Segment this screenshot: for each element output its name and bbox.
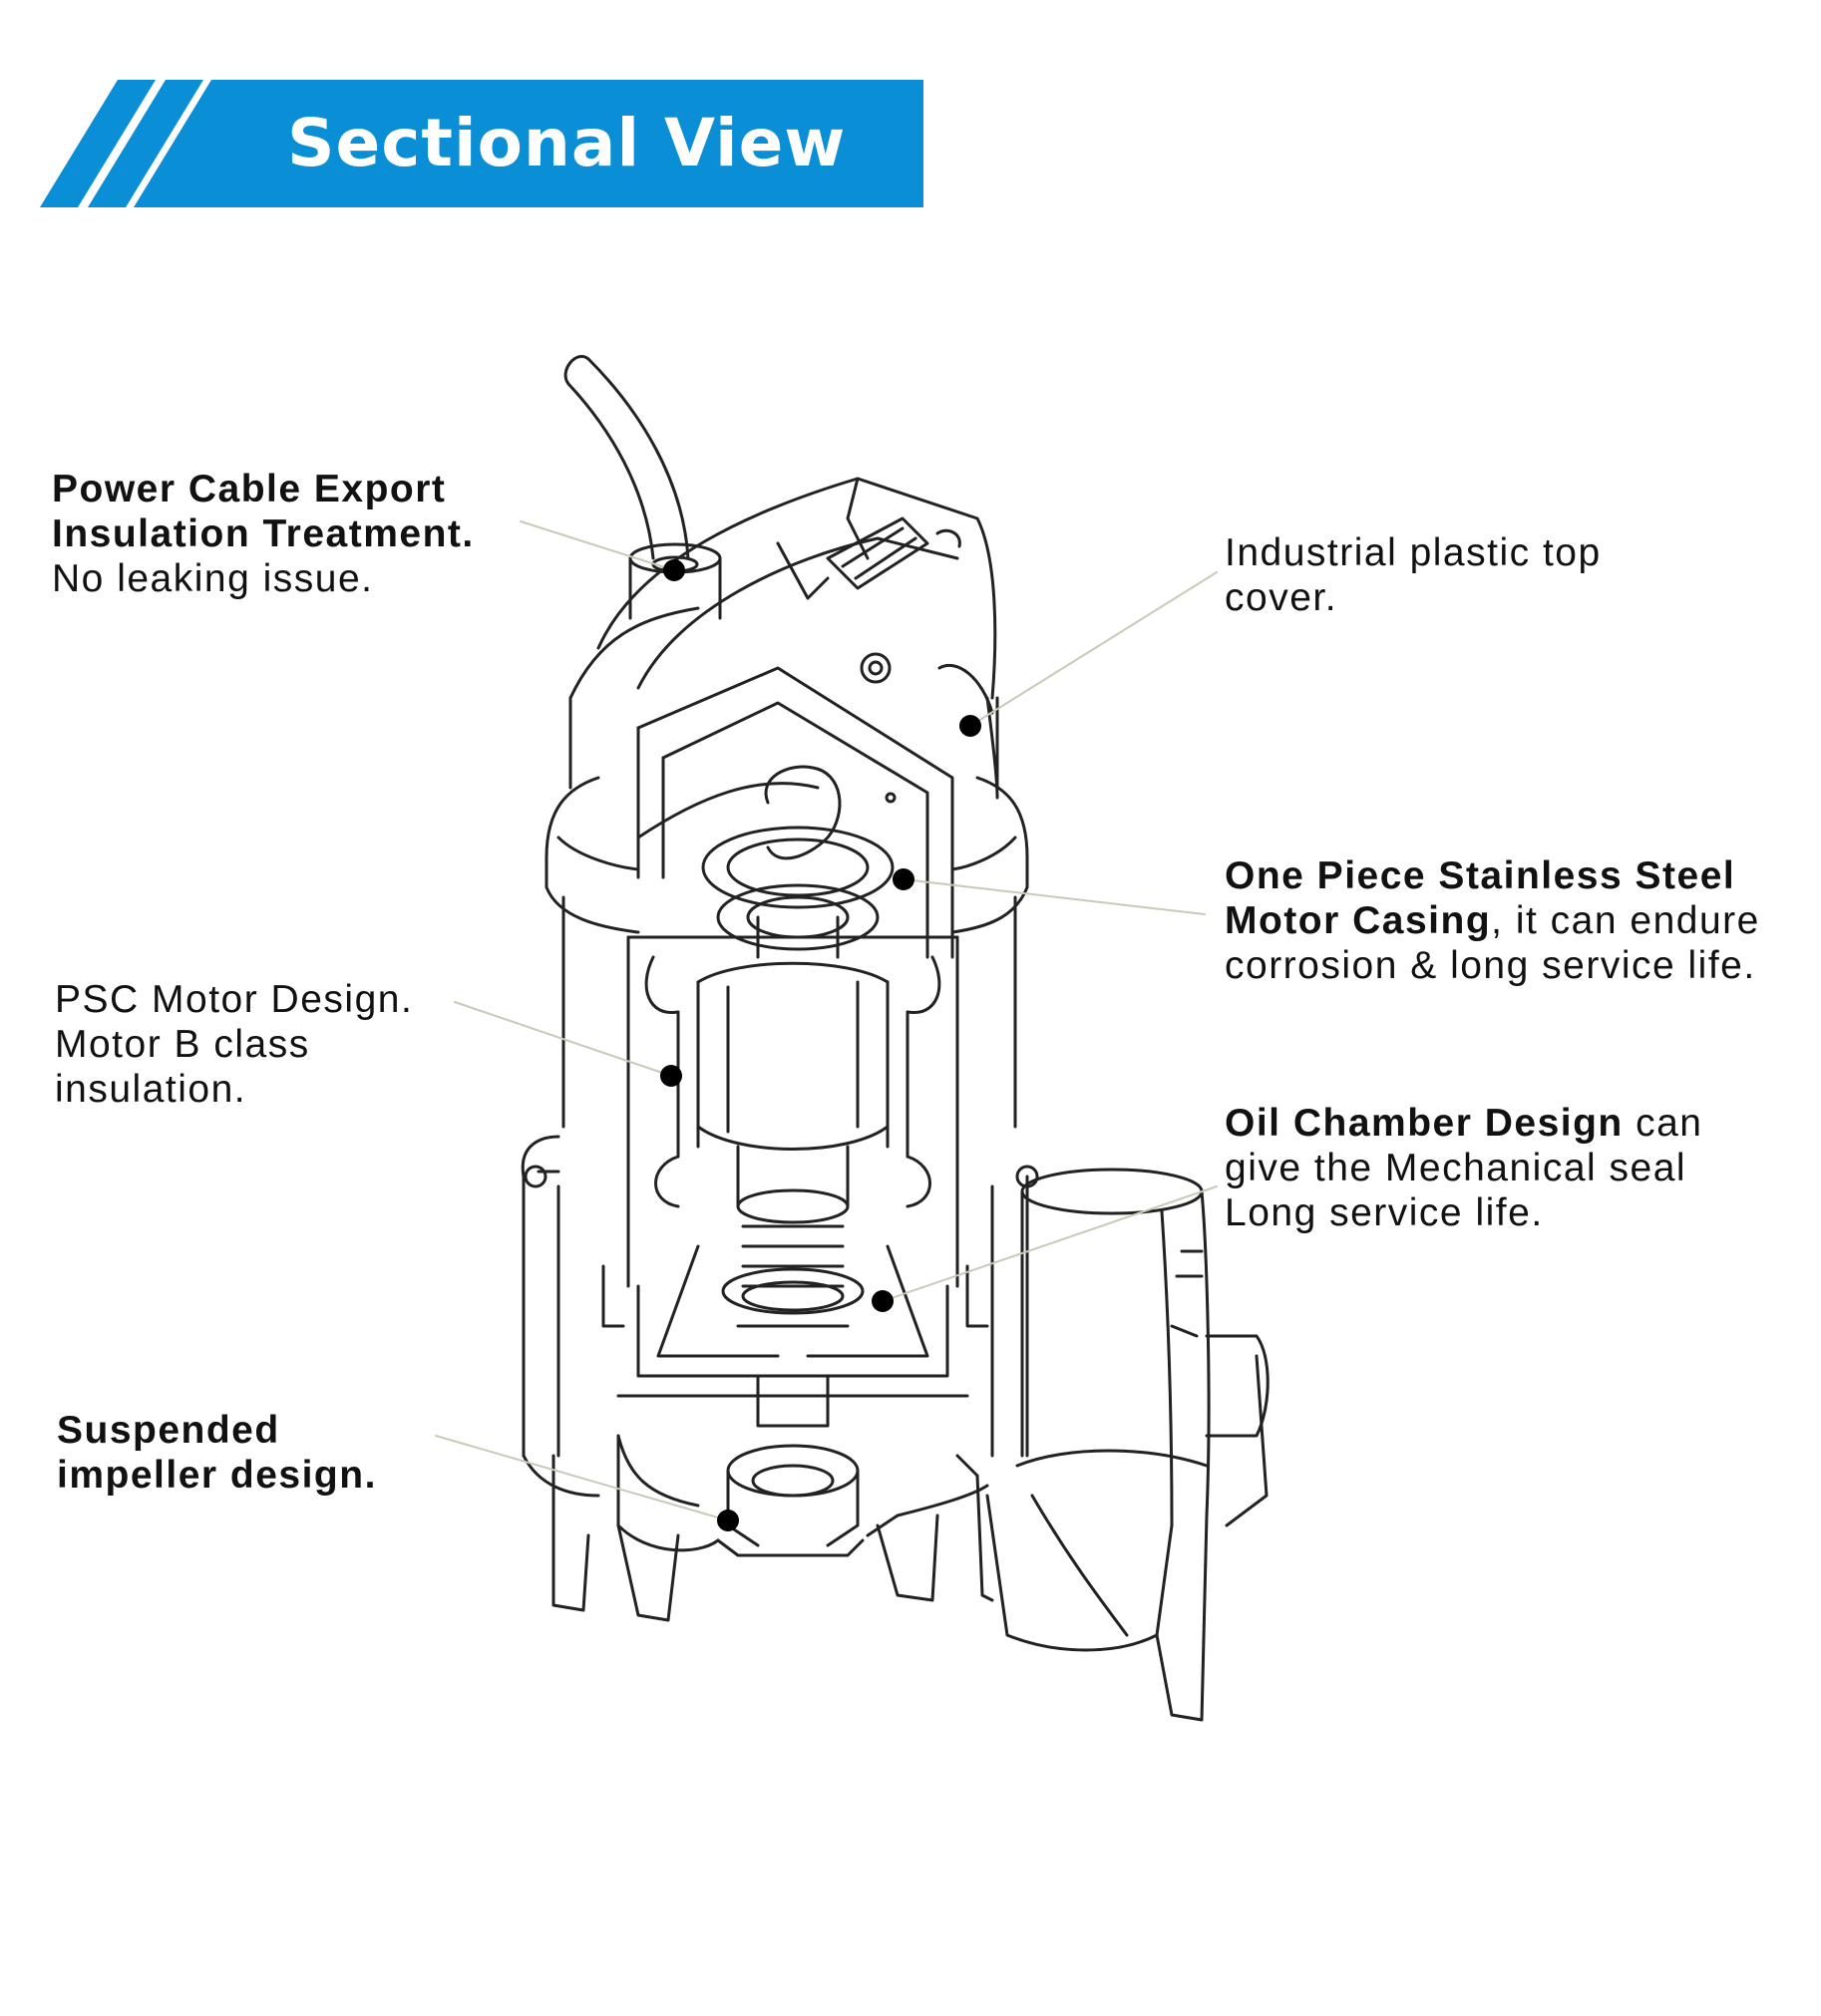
section-banner: [40, 80, 923, 207]
top-cover: [568, 606, 999, 804]
callout-oil-line1-rest: can: [1623, 1102, 1703, 1145]
callout-impeller-line1: Suspended: [57, 1409, 280, 1452]
motor-casing-body: [561, 895, 1017, 1288]
callout-dot-oil-chamber: [872, 1290, 894, 1312]
callout-casing-line1: One Piece Stainless Steel: [1225, 854, 1736, 897]
volute-impeller: [616, 1434, 989, 1557]
upper-flange-ring: [545, 776, 1029, 934]
callout-oil-line2: give the Mechanical seal: [1225, 1147, 1687, 1189]
callout-impeller-line2: impeller design.: [57, 1454, 377, 1497]
power-cable: [563, 355, 690, 560]
callout-power-cable-line3: No leaking issue.: [52, 557, 374, 600]
callout-dot-impeller: [717, 1510, 739, 1531]
callout-motor-line2: Motor B class: [55, 1023, 310, 1066]
lower-housing: [521, 1135, 1039, 1498]
callout-top-cover-line2: cover.: [1225, 576, 1338, 619]
callout-power-cable-line1: Power Cable Export: [52, 468, 447, 510]
motor-rotor: [696, 961, 890, 1151]
callout-motor-line3: insulation.: [55, 1068, 247, 1111]
upper-bearing: [636, 765, 895, 959]
base-feet: [551, 1449, 1209, 1722]
callout-dot-power-cable: [663, 559, 685, 581]
callout-dots: [660, 559, 981, 1531]
callout-oil-line3: Long service life.: [1225, 1191, 1544, 1234]
callout-top-cover: Industrial plastic top cover.: [1225, 530, 1602, 620]
callout-casing-line2-rest: , it can endure: [1491, 899, 1760, 942]
callout-impeller: Suspended impeller design.: [57, 1408, 377, 1498]
callout-dot-top-cover: [959, 715, 981, 737]
banner-stripe-2: [88, 80, 203, 207]
motor-casing-cutaway: [636, 666, 954, 959]
callout-power-cable-line2: Insulation Treatment.: [52, 512, 475, 555]
cable-gland: [628, 542, 722, 620]
banner-stripe-1: [40, 80, 156, 207]
callout-casing: One Piece Stainless Steel Motor Casing, …: [1225, 853, 1760, 988]
motor-stator: [644, 955, 941, 1208]
banner-background: [134, 80, 923, 207]
callout-motor-line1: PSC Motor Design.: [55, 978, 414, 1021]
callout-casing-line2-bold: Motor Casing: [1225, 899, 1492, 942]
page-title: Sectional View: [287, 105, 847, 181]
callout-dot-motor: [660, 1065, 682, 1087]
leader-lines: [435, 520, 1218, 1521]
shaft-and-seal: [721, 1145, 865, 1315]
callout-power-cable: Power Cable Export Insulation Treatment.…: [52, 467, 475, 601]
callout-casing-line3: corrosion & long service life.: [1225, 944, 1756, 987]
callout-oil-chamber: Oil Chamber Design can give the Mechanic…: [1225, 1101, 1702, 1235]
callout-top-cover-line1: Industrial plastic top: [1225, 531, 1602, 574]
callout-motor: PSC Motor Design. Motor B class insulati…: [55, 977, 413, 1112]
carrying-handle: [596, 477, 997, 700]
oil-chamber: [616, 1244, 969, 1428]
callout-oil-line1-bold: Oil Chamber Design: [1225, 1102, 1624, 1145]
callout-dot-casing: [893, 868, 914, 890]
